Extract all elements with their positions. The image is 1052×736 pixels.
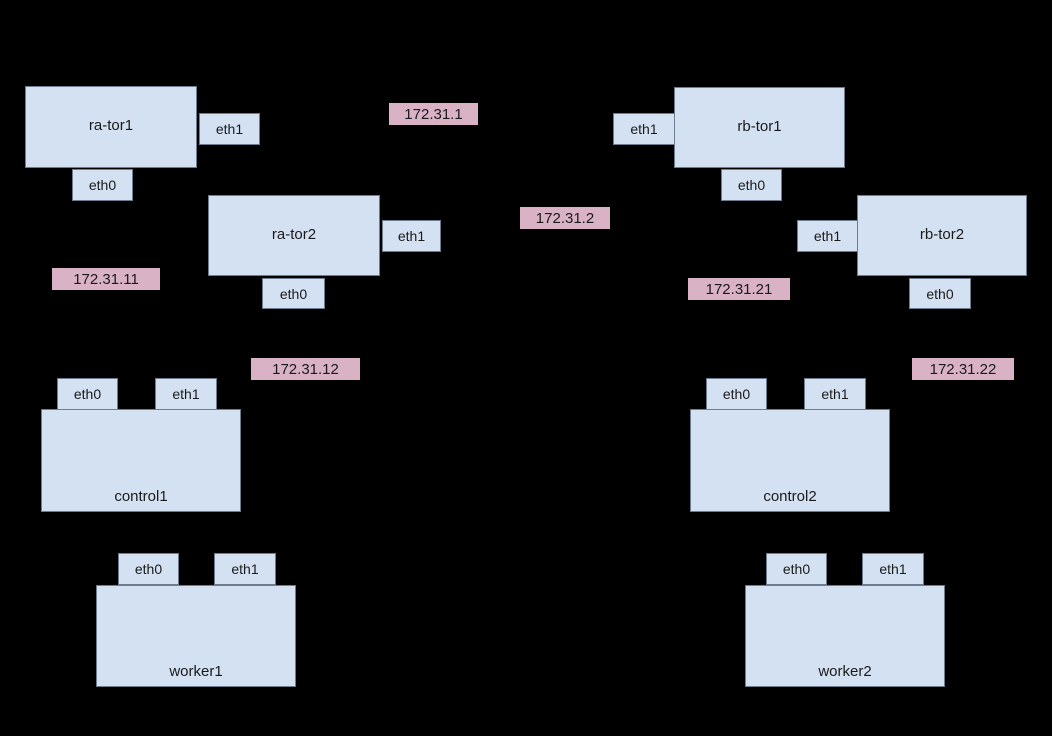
interface-control2-eth0[interactable]: eth0 [706, 378, 767, 410]
device-label: rb-tor1 [737, 118, 782, 135]
interface-ra-tor2-eth0[interactable]: eth0 [262, 278, 325, 309]
device-label: worker2 [818, 663, 872, 680]
device-worker1[interactable]: worker1 [96, 585, 296, 687]
network-label-net-172-31-2[interactable]: 172.31.2 [520, 207, 610, 229]
device-rb-tor1[interactable]: rb-tor1 [674, 87, 845, 168]
interface-worker2-eth1[interactable]: eth1 [862, 553, 924, 585]
network-label-net-172-31-1[interactable]: 172.31.1 [389, 103, 478, 125]
interface-ra-tor1-eth0[interactable]: eth0 [72, 169, 133, 201]
device-label: control1 [114, 488, 168, 505]
device-label: control2 [763, 488, 817, 505]
interface-ra-tor2-eth1[interactable]: eth1 [382, 220, 441, 252]
interface-rb-tor1-eth1[interactable]: eth1 [613, 113, 675, 145]
device-label: worker1 [169, 663, 223, 680]
device-control2[interactable]: control2 [690, 409, 890, 512]
interface-worker1-eth1[interactable]: eth1 [214, 553, 276, 585]
interface-rb-tor2-eth0[interactable]: eth0 [909, 278, 971, 309]
interface-ra-tor1-eth1[interactable]: eth1 [199, 113, 260, 145]
device-worker2[interactable]: worker2 [745, 585, 945, 687]
device-label: rb-tor2 [919, 226, 965, 243]
device-ra-tor1[interactable]: ra-tor1 [25, 86, 197, 168]
device-control1[interactable]: control1 [41, 409, 241, 512]
network-label-net-172-31-21[interactable]: 172.31.21 [688, 278, 790, 300]
network-label-net-172-31-12[interactable]: 172.31.12 [251, 358, 360, 380]
network-label-net-172-31-22[interactable]: 172.31.22 [912, 358, 1014, 380]
device-label: ra-tor1 [88, 117, 134, 134]
interface-rb-tor2-eth1[interactable]: eth1 [797, 220, 858, 252]
interface-rb-tor1-eth0[interactable]: eth0 [721, 169, 782, 201]
interface-worker2-eth0[interactable]: eth0 [766, 553, 827, 585]
interface-worker1-eth0[interactable]: eth0 [118, 553, 179, 585]
interface-control2-eth1[interactable]: eth1 [804, 378, 866, 410]
device-rb-tor2[interactable]: rb-tor2 [857, 195, 1027, 276]
interface-control1-eth0[interactable]: eth0 [57, 378, 118, 410]
device-label: ra-tor2 [271, 226, 317, 243]
network-label-net-172-31-11[interactable]: 172.31.11 [52, 268, 160, 290]
device-ra-tor2[interactable]: ra-tor2 [208, 195, 380, 276]
interface-control1-eth1[interactable]: eth1 [155, 378, 217, 410]
